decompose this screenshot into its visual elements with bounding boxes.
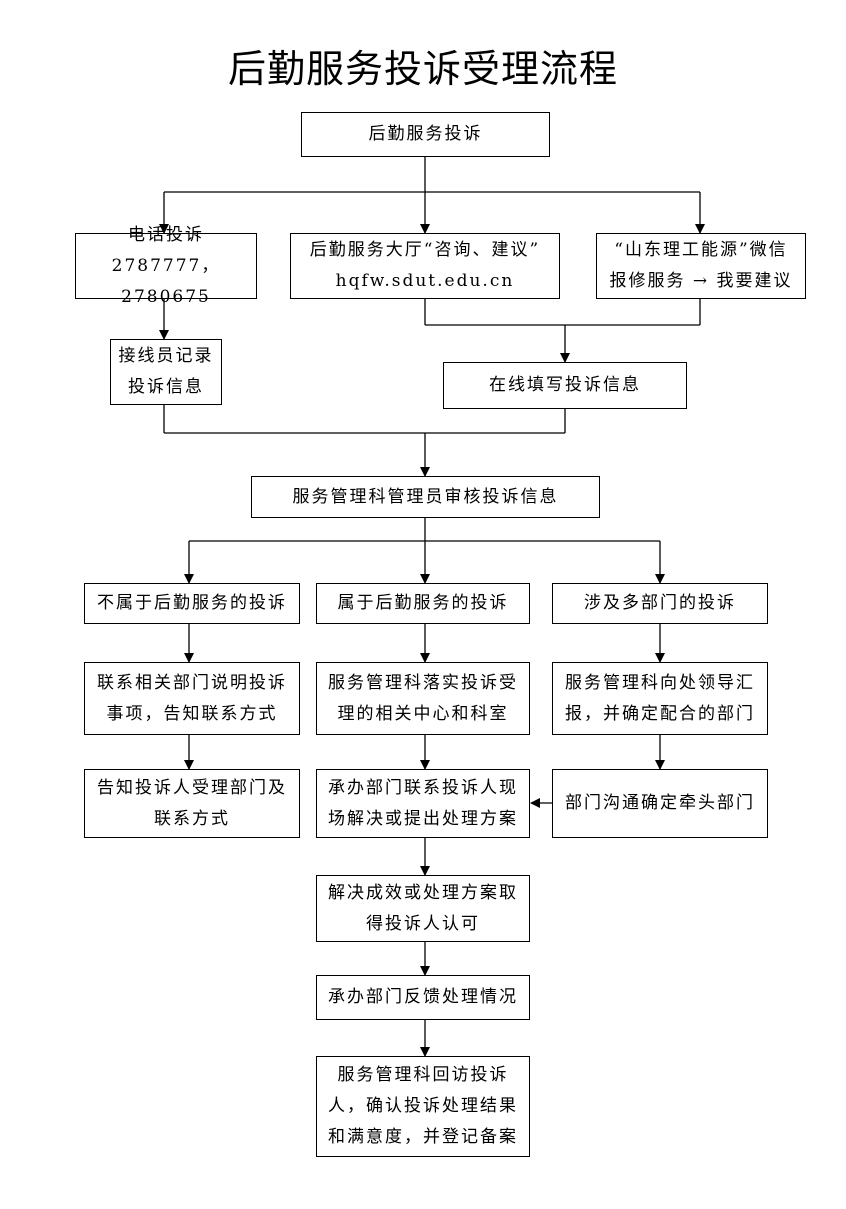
node-label: 属于后勤服务的投诉 [337,593,509,613]
node-visit: 服务管理科回访投诉 人，确认投诉处理结果 和满意度，并登记备案 [316,1056,530,1157]
node-label: 联系相关部门说明投诉 事项，告知联系方式 [97,672,287,724]
node-review: 服务管理科管理员审核投诉信息 [251,476,600,518]
node-label: 承办部门联系投诉人现 场解决或提出处理方案 [328,777,518,829]
node-report: 服务管理科向处领导汇 报，并确定配合的部门 [552,662,768,735]
node-label: 解决成效或处理方案取 得投诉人认可 [328,882,518,934]
node-operator-record: 接线员记录 投诉信息 [110,339,222,405]
node-label: 在线填写投诉信息 [489,375,641,395]
node-label: 部门沟通确定牵头部门 [565,793,755,813]
node-lead-dept: 部门沟通确定牵头部门 [552,769,768,838]
node-approval: 解决成效或处理方案取 得投诉人认可 [316,875,530,942]
node-feedback: 承办部门反馈处理情况 [316,975,530,1020]
node-label: 不属于后勤服务的投诉 [97,593,287,613]
node-label: 承办部门反馈处理情况 [328,987,518,1007]
node-multi-dept: 涉及多部门的投诉 [552,583,768,624]
node-label: 服务管理科向处领导汇 报，并确定配合的部门 [565,672,755,724]
node-phone-complaint: 电话投诉 2787777，2780675 [75,225,257,307]
node-label: “山东理工能源”微信 报修服务 → 我要建议 [609,240,793,291]
node-label: 接线员记录 投诉信息 [118,346,214,397]
node-contact-dept: 联系相关部门说明投诉 事项，告知联系方式 [84,662,300,735]
node-implement: 服务管理科落实投诉受 理的相关中心和科室 [316,662,530,735]
node-label: 服务管理科落实投诉受 理的相关中心和科室 [328,672,518,724]
node-start: 后勤服务投诉 [301,112,550,157]
node-related: 属于后勤服务的投诉 [316,583,530,624]
node-label: 涉及多部门的投诉 [584,593,736,613]
node-label: 服务管理科回访投诉 人，确认投诉处理结果 和满意度，并登记备案 [328,1065,518,1147]
page-title: 后勤服务投诉受理流程 [227,47,618,91]
node-handle: 承办部门联系投诉人现 场解决或提出处理方案 [316,769,530,838]
node-not-related: 不属于后勤服务的投诉 [84,583,300,624]
node-label: 电话投诉 2787777，2780675 [111,224,221,307]
node-label: 服务管理科管理员审核投诉信息 [292,486,559,507]
node-service-hall: 后勤服务大厅“咨询、建议” hqfw.sdut.edu.cn [290,233,560,299]
node-label: 后勤服务大厅“咨询、建议” hqfw.sdut.edu.cn [309,240,541,291]
node-label: 后勤服务投诉 [368,124,483,144]
node-wechat: “山东理工能源”微信 报修服务 → 我要建议 [596,233,806,299]
node-label: 告知投诉人受理部门及 联系方式 [97,777,287,829]
node-online-form: 在线填写投诉信息 [443,362,687,409]
node-inform: 告知投诉人受理部门及 联系方式 [84,769,300,838]
